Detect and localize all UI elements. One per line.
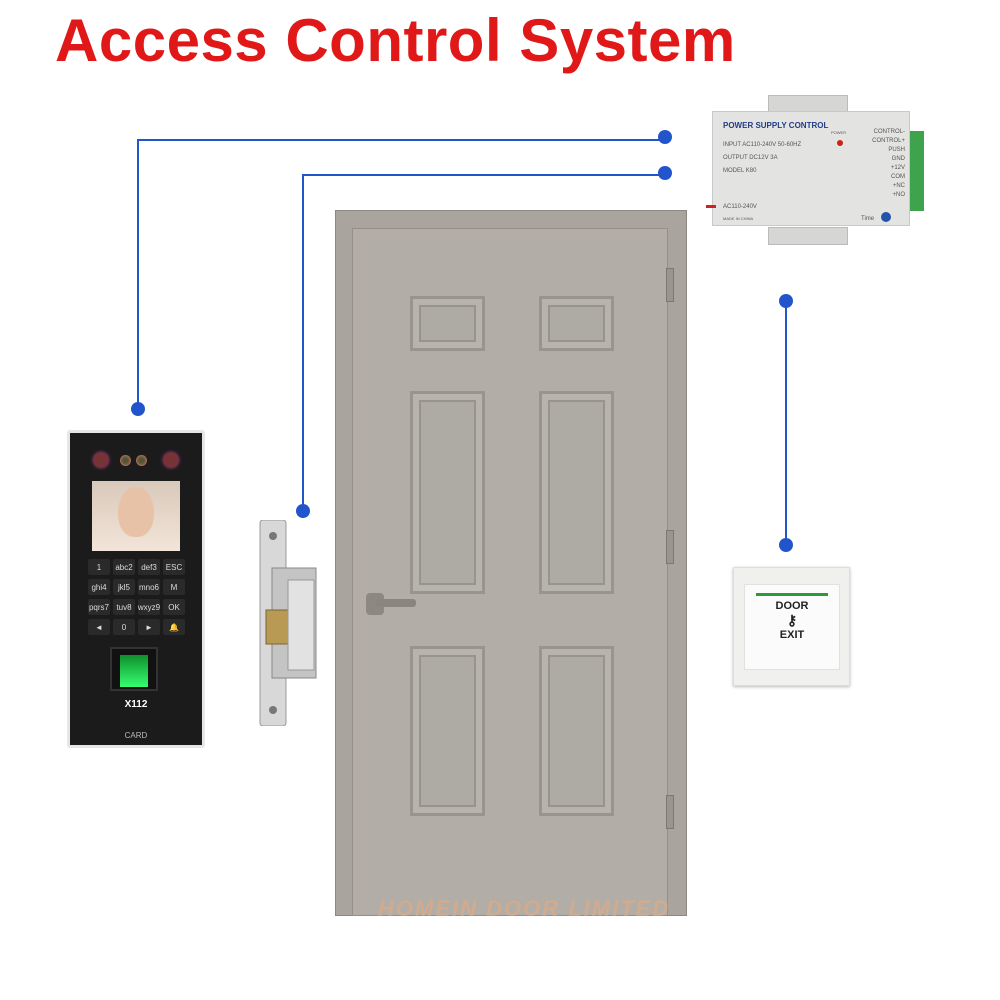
key[interactable]: ESC [163,559,185,575]
psu-output: OUTPUT DC12V 3A [723,155,778,161]
key[interactable]: ► [138,619,160,635]
hinge [666,795,674,829]
camera-lens [136,455,147,466]
bell-key[interactable]: 🔔 [163,619,185,635]
electric-strike-lock [259,520,317,726]
ir-lens [94,453,108,467]
door [352,228,668,916]
terminal-labels: CONTROL- CONTROL+ PUSH GND +12V COM +NC … [872,128,905,200]
key[interactable]: OK [163,599,185,615]
wire-dot [658,130,672,144]
key[interactable]: wxyz9 [138,599,160,615]
terminal-label: GND [891,156,905,162]
terminal-label: PUSH [888,147,905,153]
reader-screen [92,481,180,551]
door-exit-button[interactable]: DOOR ⚷ EXIT [733,567,850,686]
wire-dot [131,402,145,416]
key[interactable]: 1 [88,559,110,575]
key[interactable]: tuv8 [113,599,135,615]
time-dial-icon[interactable] [881,212,891,222]
psu-model: MODEL K80 [723,168,757,174]
exit-button-face[interactable]: DOOR ⚷ EXIT [744,584,840,670]
key[interactable]: mno6 [138,579,160,595]
reader-brand: CARD [124,731,148,740]
door-handle-rose [366,593,384,615]
key[interactable]: ghi4 [88,579,110,595]
door-panel [410,646,485,816]
door-panel [539,646,614,816]
key-icon: ⚷ [786,612,798,628]
reader-model: X112 [124,699,148,710]
mount-tab [768,227,848,245]
reader-wire [137,139,665,408]
wire-dot [658,166,672,180]
lock-wire [302,174,665,510]
terminal-label: CONTROL- [873,129,905,135]
door-panel [539,391,614,594]
watermark: HOMEIN DOOR LIMITED [378,896,671,921]
ir-lens [164,453,178,467]
hinge [666,530,674,564]
green-indicator-bar [756,593,828,596]
key[interactable]: 0 [113,619,135,635]
camera-lens [120,455,131,466]
door-panel [539,296,614,351]
power-led-label: POWER [831,130,847,135]
key[interactable]: def3 [138,559,160,575]
door-panel [410,296,485,351]
face-fingerprint-reader: 1 abc2 def3 ESC ghi4 jkl5 mno6 M pqrs7 t… [67,430,205,748]
power-cable [706,205,716,208]
psu-ac: AC110-240V [723,204,757,210]
power-supply: POWER SUPPLY CONTROL INPUT AC110-240V 50… [706,95,925,247]
wire-dot [779,538,793,552]
key[interactable]: jkl5 [113,579,135,595]
terminal-label: COM [891,174,905,180]
psu-input: INPUT AC110-240V 50-60HZ [723,142,802,148]
psu-made-in: MADE IN CHINA [723,216,754,221]
hinge [666,268,674,302]
face-image [118,487,154,537]
door-panel [410,391,485,594]
exit-label-exit: EXIT [779,629,805,641]
fingerprint-sensor [110,647,158,691]
key[interactable]: abc2 [113,559,135,575]
exit-label-door: DOOR [775,600,809,612]
terminal-label: +NO [892,192,905,198]
keypad: 1 abc2 def3 ESC ghi4 jkl5 mno6 M pqrs7 t… [88,559,185,635]
psu-heading: POWER SUPPLY CONTROL [723,121,829,130]
terminal-label: +NC [892,183,905,189]
diagram-title: Access Control System [55,7,736,74]
power-led [837,140,843,146]
door-handle [376,599,416,607]
terminal-label: +12V [890,165,905,171]
terminal-label: CONTROL+ [872,138,905,144]
psu-body: POWER SUPPLY CONTROL INPUT AC110-240V 50… [712,111,910,226]
wire-dot [779,294,793,308]
terminal-block [908,131,924,211]
key[interactable]: M [163,579,185,595]
key[interactable]: ◄ [88,619,110,635]
time-label: Time [861,216,875,222]
wire-dot [296,504,310,518]
key[interactable]: pqrs7 [88,599,110,615]
